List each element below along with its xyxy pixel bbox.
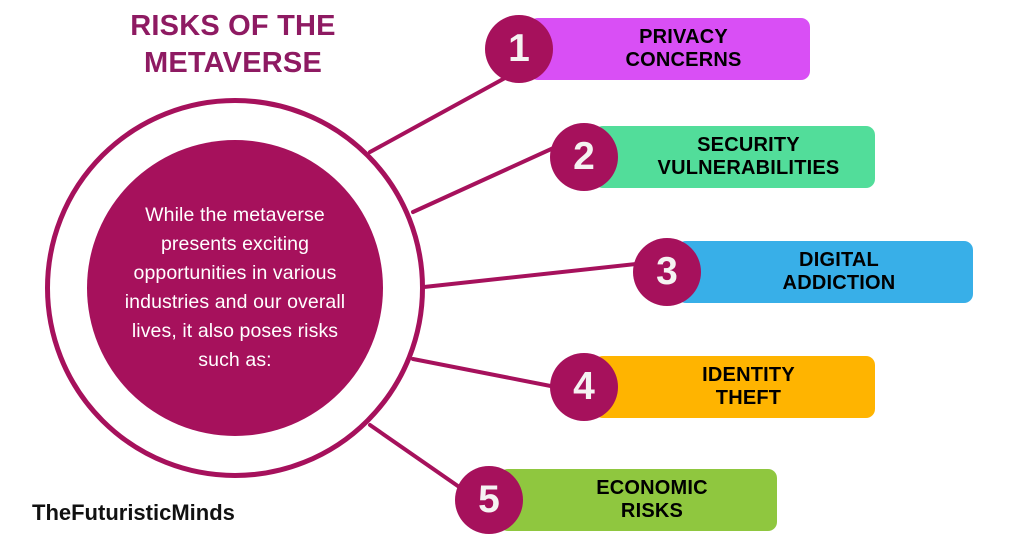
risk-badge-5[interactable]: 5 (455, 466, 523, 534)
risk-label-4: IDENTITY THEFT (702, 363, 795, 409)
risk-number-4: 4 (573, 364, 595, 408)
risk-number-2: 2 (573, 134, 595, 178)
risk-label-2: SECURITY VULNERABILITIES (657, 133, 840, 179)
risk-row-5[interactable]: ECONOMIC RISKS 5 (455, 461, 777, 536)
hub-outer-ring (45, 98, 425, 478)
risk-badge-3[interactable]: 3 (633, 238, 701, 306)
risk-row-2[interactable]: SECURITY VULNERABILITIES 2 (550, 118, 875, 196)
risk-bar-2[interactable]: SECURITY VULNERABILITIES (594, 126, 875, 188)
risk-bar-3[interactable]: DIGITAL ADDICTION (677, 241, 973, 303)
connector-line-3 (422, 260, 656, 289)
risk-number-3: 3 (656, 249, 678, 293)
risk-bar-4[interactable]: IDENTITY THEFT (594, 356, 875, 418)
risk-number-5: 5 (478, 477, 500, 521)
risk-badge-4[interactable]: 4 (550, 353, 618, 421)
footer-brand: TheFuturisticMinds (32, 500, 235, 525)
risk-bar-1[interactable]: PRIVACY CONCERNS (529, 18, 810, 80)
hub-description-text: While the metaverse presents exciting op… (124, 204, 346, 371)
risk-badge-1[interactable]: 1 (485, 15, 553, 83)
risk-bar-5[interactable]: ECONOMIC RISKS (499, 469, 777, 531)
risk-row-1[interactable]: PRIVACY CONCERNS 1 (485, 10, 810, 88)
risk-row-3[interactable]: DIGITAL ADDICTION 3 (633, 233, 973, 311)
risk-row-4[interactable]: IDENTITY THEFT 4 (550, 348, 875, 426)
hub-inner-circle: While the metaverse presents exciting op… (87, 140, 383, 436)
risk-badge-2[interactable]: 2 (550, 123, 618, 191)
risk-label-3: DIGITAL ADDICTION (782, 248, 896, 294)
connector-line-2 (411, 138, 573, 214)
risk-label-5: ECONOMIC RISKS (596, 476, 708, 522)
risk-label-1: PRIVACY CONCERNS (625, 25, 742, 71)
risk-number-1: 1 (508, 26, 530, 70)
connector-line-4 (411, 357, 573, 392)
page-title: RISKS OF THE METAVERSE (130, 10, 336, 80)
central-hub: While the metaverse presents exciting op… (45, 98, 425, 478)
